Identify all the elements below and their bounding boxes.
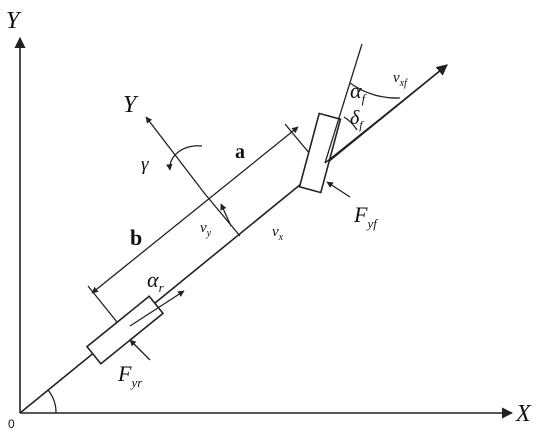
- dimension-line-ab: [91, 126, 299, 294]
- rear-force-label: Fyr: [117, 361, 143, 390]
- front-slip-label: αf: [350, 78, 368, 106]
- front-steer-label: δf: [350, 107, 364, 132]
- rear-wheel-velocity-arrow: [129, 290, 185, 327]
- front-force-label: Fyf: [353, 202, 379, 231]
- front-wheel-velocity-line: [324, 65, 447, 164]
- front-wheel: [298, 112, 342, 194]
- cg-tick: [204, 193, 241, 237]
- yaw-rate-label: γ: [141, 154, 149, 175]
- rear-wheel: [85, 295, 165, 365]
- vx-label: vx: [272, 224, 284, 243]
- front-velocity-label: vxf: [393, 70, 408, 89]
- rear-force-arrow: [129, 339, 151, 361]
- origin-label: 0: [8, 417, 15, 431]
- front-steer-arc: [343, 116, 358, 131]
- body-y-label: Y: [123, 92, 139, 118]
- heading-angle-arc: [47, 389, 57, 414]
- global-y-label: Y: [6, 8, 22, 34]
- front-slip-arc: [349, 82, 401, 99]
- body-y-axis: [145, 116, 206, 195]
- vy-arrow: [220, 203, 232, 227]
- distance-b-label: b: [130, 225, 142, 250]
- distance-a-label: a: [235, 141, 245, 163]
- front-force-arrow: [326, 181, 351, 198]
- global-x-label: X: [515, 401, 532, 427]
- rear-slip-label: αr: [147, 267, 165, 295]
- yaw-rate-arc: [166, 145, 203, 171]
- front-wheel-heading-line: [324, 43, 363, 164]
- vy-label: vy: [200, 220, 212, 239]
